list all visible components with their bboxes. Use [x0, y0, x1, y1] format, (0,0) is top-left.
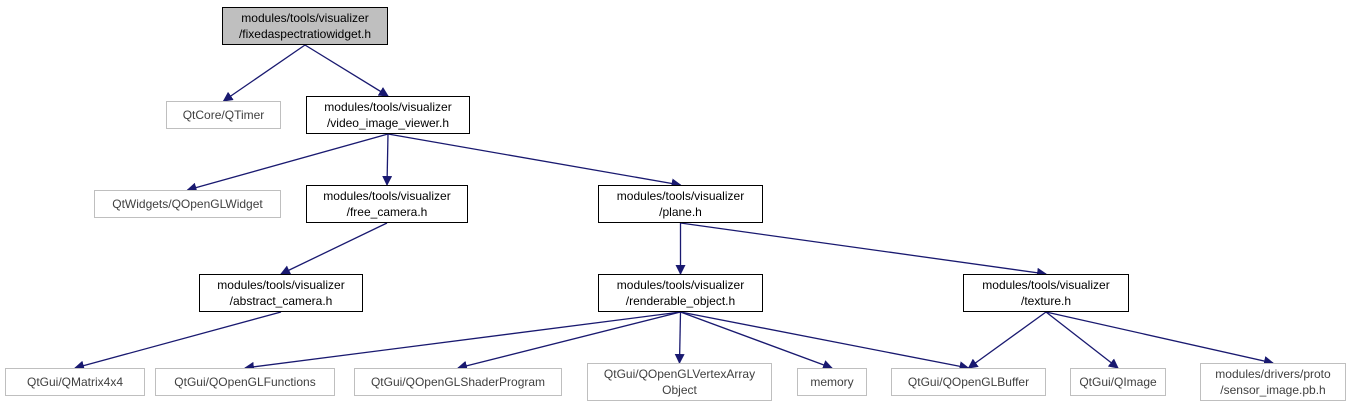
node-label: QtGui/QOpenGLBuffer: [907, 375, 1030, 389]
edge-video_image_viewer-to-free_camera: [382, 133, 393, 186]
node-label-line1: modules/tools/visualizer: [616, 189, 745, 203]
node-label-line1: modules/drivers/proto: [1215, 367, 1331, 381]
node-label-line1: modules/tools/visualizer: [324, 100, 452, 114]
edge-fixedaspectratiowidget-to-qtimer: [222, 44, 306, 102]
edge-texture-to-qimage: [1045, 311, 1119, 369]
edge-video_image_viewer-to-plane: [387, 133, 682, 189]
edge-plane-to-texture: [680, 222, 1047, 278]
node-label: QtGui/QImage: [1079, 375, 1157, 389]
node-label-line1: modules/tools/visualizer: [217, 278, 345, 292]
node-label-line2: /sensor_image.pb.h: [1220, 383, 1326, 397]
node-sensor-image[interactable]: modules/drivers/proto /sensor_image.pb.h: [1200, 363, 1346, 401]
node-qmatrix4x4[interactable]: QtGui/QMatrix4x4: [5, 368, 145, 396]
node-label-line1: QtGui/QOpenGLVertexArray: [603, 367, 756, 381]
node-label: QtWidgets/QOpenGLWidget: [112, 197, 263, 211]
node-label-line1: modules/tools/visualizer: [616, 278, 745, 292]
node-label-line1: modules/tools/visualizer: [323, 189, 451, 203]
edge-texture-to-sensor_image: [1045, 311, 1274, 366]
node-label-line2: /renderable_object.h: [625, 294, 736, 308]
edge-renderable_object-to-qopenglbuffer: [680, 311, 970, 372]
node-label-line2: /free_camera.h: [346, 205, 428, 219]
node-label-line2: /video_image_viewer.h: [326, 116, 450, 130]
edge-free_camera-to-abstract_camera: [280, 222, 388, 275]
node-qtimer[interactable]: QtCore/QTimer: [166, 101, 281, 129]
edge-fixedaspectratiowidget-to-video_image_viewer: [304, 44, 389, 97]
node-qopenglshaderprogram[interactable]: QtGui/QOpenGLShaderProgram: [354, 368, 562, 396]
node-label-line1: modules/tools/visualizer: [241, 11, 369, 25]
edge-renderable_object-to-memory: [680, 311, 833, 370]
node-qopenglfunctions[interactable]: QtGui/QOpenGLFunctions: [155, 368, 335, 396]
node-free-camera[interactable]: modules/tools/visualizer /free_camera.h: [306, 185, 468, 223]
edge-video_image_viewer-to-qopenglwidget: [186, 133, 389, 193]
node-label-line2: /texture.h: [1020, 294, 1072, 308]
node-label: memory: [810, 375, 854, 389]
node-renderable-object[interactable]: modules/tools/visualizer /renderable_obj…: [598, 274, 763, 312]
node-label: QtGui/QOpenGLFunctions: [174, 375, 316, 389]
edge-renderable_object-to-qopenglvertexarrayobject: [674, 311, 685, 364]
node-label-line2: /plane.h: [659, 205, 702, 219]
node-label-line1: modules/tools/visualizer: [982, 278, 1110, 292]
node-texture[interactable]: modules/tools/visualizer /texture.h: [963, 274, 1129, 312]
node-qimage[interactable]: QtGui/QImage: [1070, 368, 1166, 396]
node-memory[interactable]: memory: [797, 368, 867, 396]
node-label: QtCore/QTimer: [182, 108, 265, 122]
edge-renderable_object-to-qopenglshaderprogram: [457, 311, 681, 371]
edge-renderable_object-to-qopenglfunctions: [244, 311, 681, 372]
node-label-line2: Object: [662, 383, 697, 397]
node-label: QtGui/QOpenGLShaderProgram: [370, 375, 546, 389]
node-qopenglbuffer[interactable]: QtGui/QOpenGLBuffer: [891, 368, 1046, 396]
node-label-line2: /fixedaspectratiowidget.h: [238, 27, 372, 41]
node-video-image-viewer[interactable]: modules/tools/visualizer /video_image_vi…: [306, 96, 470, 134]
node-abstract-camera[interactable]: modules/tools/visualizer /abstract_camer…: [199, 274, 363, 312]
node-label-line2: /abstract_camera.h: [229, 294, 333, 308]
node-qopenglwidget[interactable]: QtWidgets/QOpenGLWidget: [94, 190, 281, 218]
node-plane[interactable]: modules/tools/visualizer /plane.h: [598, 185, 763, 223]
node-fixedaspectratiowidget[interactable]: modules/tools/visualizer /fixedaspectrat…: [222, 7, 388, 45]
edge-texture-to-qopenglbuffer: [967, 311, 1047, 369]
node-label: QtGui/QMatrix4x4: [26, 375, 124, 389]
node-qopenglvertexarrayobject[interactable]: QtGui/QOpenGLVertexArray Object: [587, 363, 772, 401]
edge-abstract_camera-to-qmatrix4x4: [74, 311, 282, 371]
